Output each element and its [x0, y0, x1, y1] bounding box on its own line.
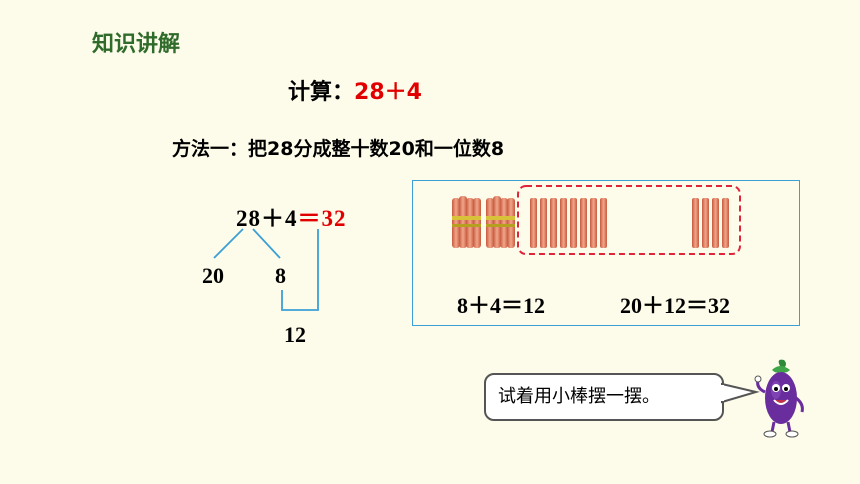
main-equation: 28＋4＝32 [236, 199, 347, 233]
stick-bundle-2 [486, 196, 515, 248]
equation-result: ＝32 [297, 206, 347, 231]
section-title: 知识讲解 [92, 32, 181, 57]
calc-label: 计算： [288, 80, 355, 105]
sticks-illustration [452, 185, 741, 255]
eggplant-mascot-icon [754, 359, 804, 438]
split-ones: 8 [275, 263, 286, 288]
method-description: 方法一：把28分成整十数20和一位数8 [172, 138, 505, 160]
loose-sticks-eight [530, 198, 607, 248]
box-equation-1: 8＋4＝12 [457, 293, 546, 318]
split-tens: 20 [202, 263, 224, 288]
split-sum: 12 [284, 322, 306, 347]
speech-bubble: 试着用小棒摆一摆。 [484, 373, 724, 421]
calc-expression: 28＋4 [354, 80, 422, 105]
loose-sticks-four [692, 198, 729, 248]
equation-left: 28＋4 [236, 206, 298, 231]
calc-line: 计算：28＋4 [288, 74, 422, 106]
box-equation-2: 20＋12＝32 [620, 293, 731, 318]
bubble-tail [720, 382, 760, 404]
dashed-group-outline [517, 185, 741, 255]
stick-bundle-1 [452, 196, 481, 248]
